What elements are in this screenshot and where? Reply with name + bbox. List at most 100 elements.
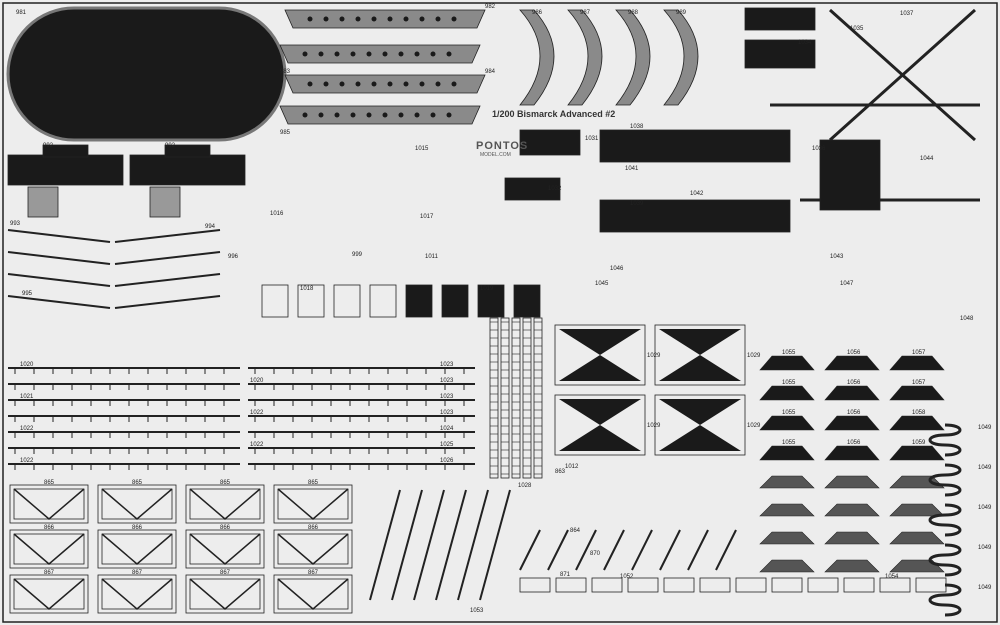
plate-hole [323, 81, 329, 87]
part-number: 1039 [630, 201, 644, 207]
frame-part [9, 529, 89, 569]
bracket-part [889, 475, 945, 489]
frame-brace [277, 488, 349, 520]
small-bracket [771, 577, 803, 593]
part-number: 986 [532, 10, 543, 16]
frame-inner [101, 578, 173, 610]
part-number: 984 [485, 69, 496, 75]
part-number: 1057 [912, 350, 926, 356]
frame-brace [189, 578, 261, 610]
part-number: 1054 [885, 574, 899, 580]
frame-brace [277, 533, 349, 565]
x-panel [554, 324, 646, 386]
plate-hole [318, 112, 324, 118]
small-bracket [519, 577, 551, 593]
bracket-part [824, 355, 880, 371]
part-number: 1049 [978, 425, 992, 431]
part-number: 1049 [978, 545, 992, 551]
panel [744, 39, 816, 69]
frame-inner [277, 533, 349, 565]
logo: PONTOS [476, 140, 528, 152]
part-number: 871 [560, 572, 571, 578]
part-number: 866 [44, 525, 55, 531]
strut [369, 489, 401, 601]
part-number: 1018 [300, 286, 314, 292]
small-bracket [843, 577, 875, 593]
plate-hole [435, 81, 441, 87]
strut [114, 229, 221, 243]
plate-hole [318, 51, 324, 57]
part-number: 865 [44, 480, 55, 486]
frame-brace [189, 488, 261, 520]
plate-hole [366, 112, 372, 118]
part-number: 1043 [830, 254, 844, 260]
strut [519, 529, 541, 571]
frame-part [97, 529, 177, 569]
part-number: 1026 [440, 458, 454, 464]
frame-part [185, 484, 265, 524]
plate-hole [302, 112, 308, 118]
part-number: 1021 [20, 394, 34, 400]
curved-plate [279, 105, 481, 125]
strut [7, 273, 111, 287]
spring-part [928, 463, 962, 497]
ladder [511, 317, 521, 479]
frame-inner [101, 488, 173, 520]
part-number: 1023 [440, 362, 454, 368]
frame-inner [189, 488, 261, 520]
plate-hole [382, 112, 388, 118]
part-number: 1038 [630, 124, 644, 130]
x-brace [559, 399, 641, 451]
arc-plate [663, 9, 699, 106]
frame-brace [13, 578, 85, 610]
mast-structure [770, 8, 980, 202]
part-number: 1034 [798, 40, 812, 46]
hatch-part [261, 284, 289, 318]
part-number: 867 [308, 570, 319, 576]
part-number: 996 [228, 254, 239, 260]
frame-brace [13, 488, 85, 520]
plate-hole [451, 16, 457, 22]
x-brace [659, 329, 741, 381]
part-number: 992 [165, 143, 176, 149]
spring-part [928, 543, 962, 577]
part-number: 987 [580, 10, 591, 16]
bracket-part [824, 559, 880, 573]
part-number: 1029 [647, 353, 661, 359]
strut [413, 489, 445, 601]
frame-brace [13, 533, 85, 565]
plate-hole [307, 81, 313, 87]
part-number: 1049 [978, 505, 992, 511]
part-number: 1022 [20, 426, 34, 432]
part-number: 1053 [470, 608, 484, 614]
part-number: 999 [352, 252, 363, 258]
part-number: 866 [220, 525, 231, 531]
part-number: 867 [132, 570, 143, 576]
bracket-part [759, 385, 815, 401]
part-number: 1011 [425, 254, 439, 260]
part-number: 1029 [647, 423, 661, 429]
plate-hole [350, 112, 356, 118]
plate-hole [355, 16, 361, 22]
panel [744, 7, 816, 31]
plate-hole [387, 16, 393, 22]
plate-hole [414, 112, 420, 118]
part-number: 983 [280, 69, 291, 75]
plate-hole [451, 81, 457, 87]
part-number: 1055 [782, 380, 796, 386]
frame-inner [277, 488, 349, 520]
bracket-part [759, 445, 815, 461]
part-number: 1020 [250, 378, 264, 384]
ladder [500, 317, 510, 479]
x-panel [554, 394, 646, 456]
part-number: 1019 [480, 286, 494, 292]
plate-hole [387, 81, 393, 87]
small-bracket [915, 577, 947, 593]
part-number: 1058 [912, 410, 926, 416]
part-number: 1044 [920, 156, 934, 162]
part-number: 1028 [518, 483, 532, 489]
frame-inner [13, 488, 85, 520]
part-number: 1056 [847, 380, 861, 386]
mast-base [819, 139, 881, 211]
